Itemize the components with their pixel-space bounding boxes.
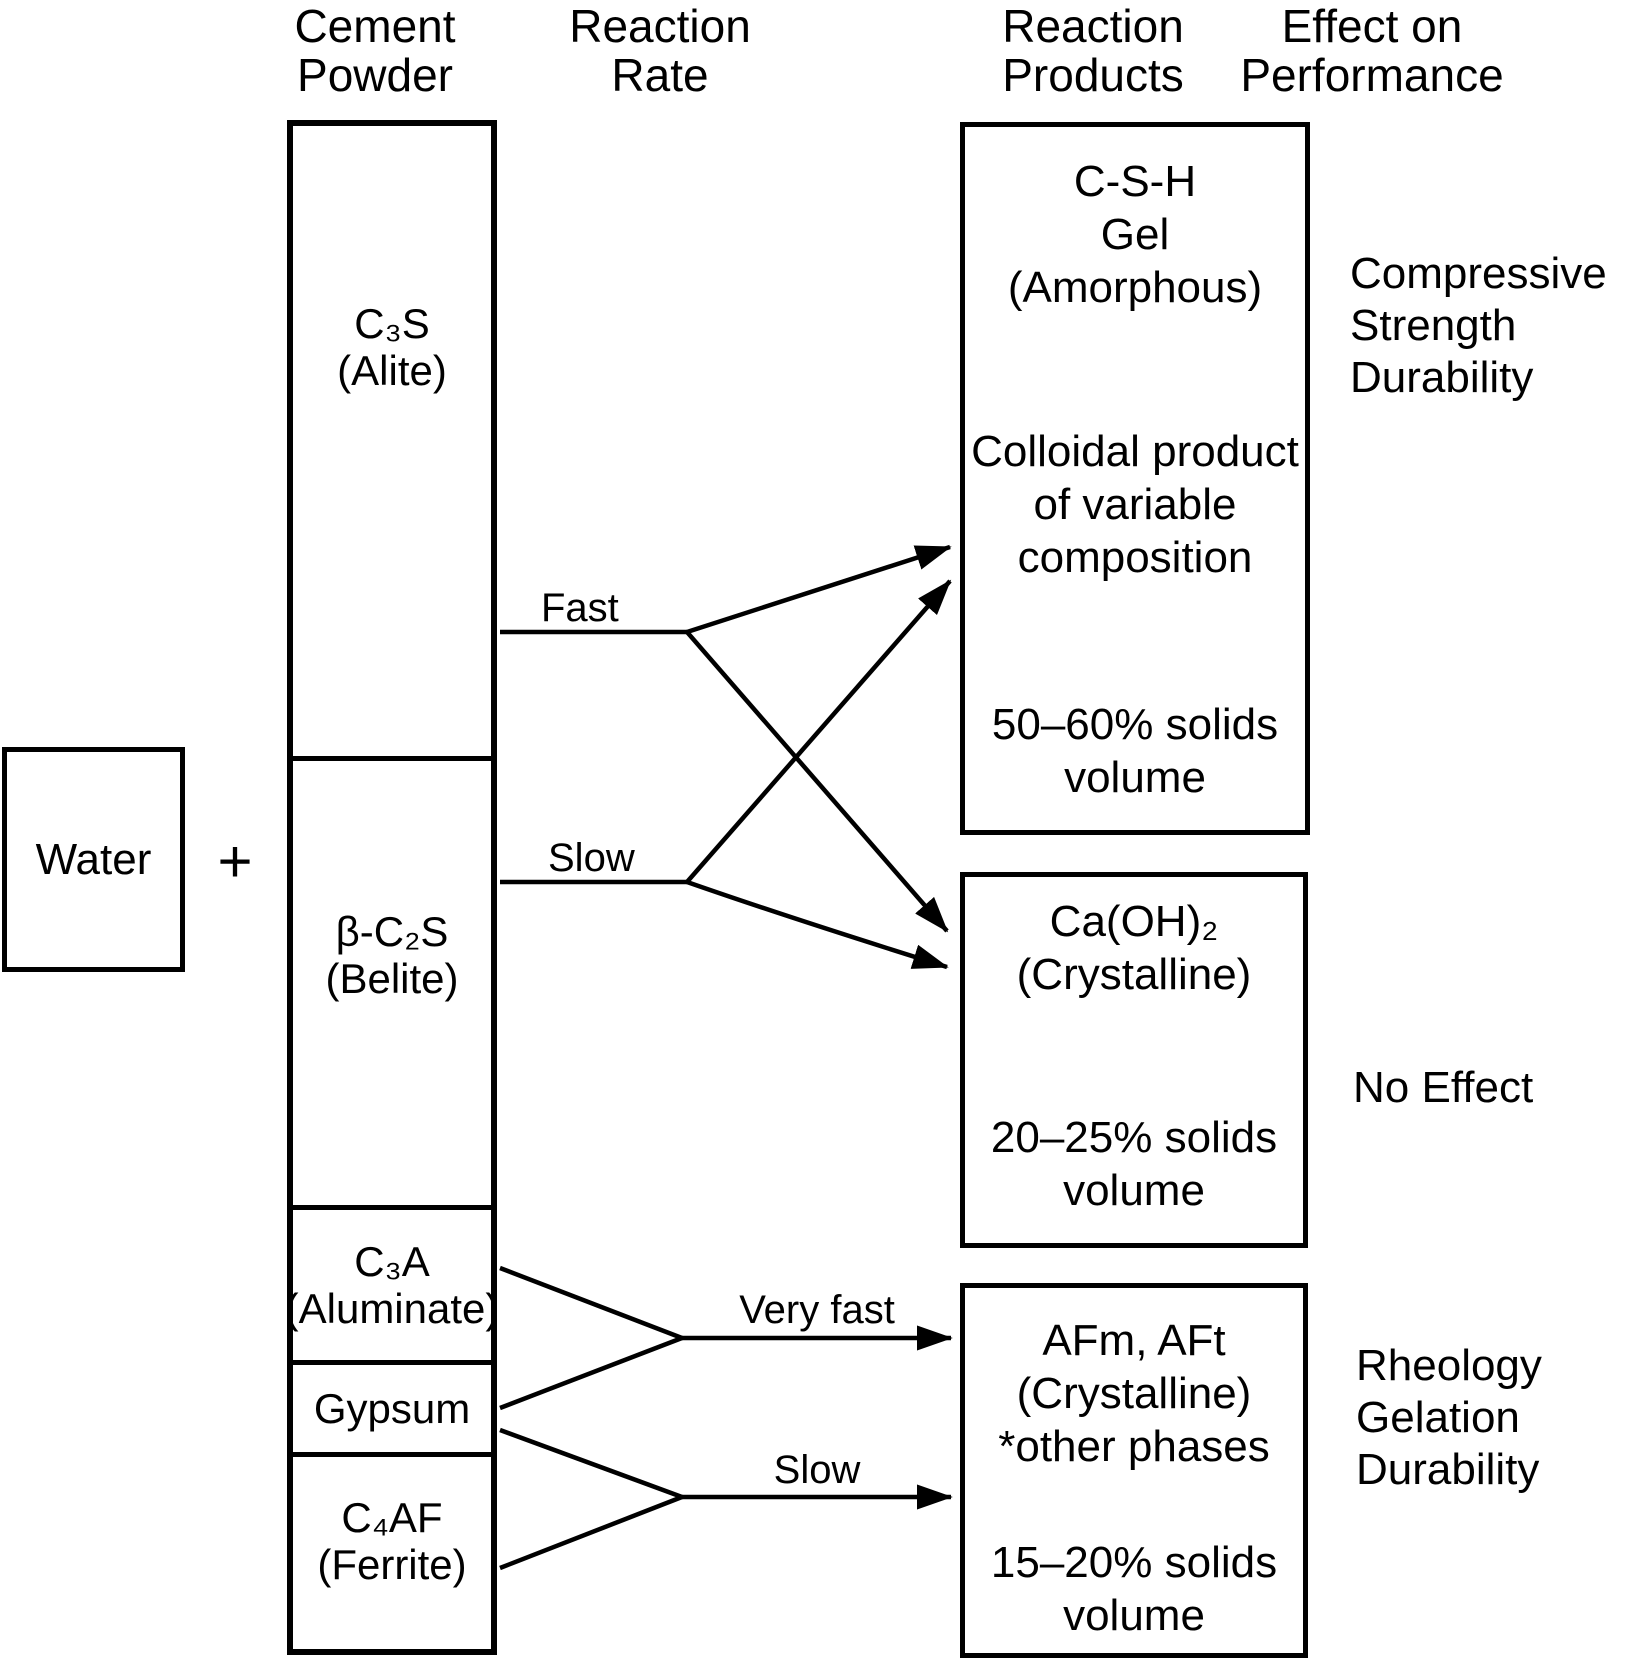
afm-title: AFm, AFt (Crystalline) *other phases [998, 1316, 1270, 1471]
column-header-cement-powder: Cement Powder [294, 0, 456, 101]
line-c3a-join [499, 1265, 683, 1341]
arrow-c3s-to-csh [686, 544, 952, 635]
cement-powder-column: C₃S (Alite) β-C₂S (Belite) C₃A (Aluminat… [285, 120, 499, 1655]
segment-gypsum-label: Gypsum [313, 1385, 471, 1432]
product-box-afm-aft: AFm, AFt (Crystalline) *other phases 15–… [960, 1283, 1308, 1658]
csh-title: C-S-H Gel (Amorphous) [1007, 157, 1263, 312]
line-gypsum-up-join [499, 1335, 683, 1411]
segment-beta-c2s-belite: β-C₂S (Belite) [293, 756, 491, 1205]
caoh2-solids-volume: 20–25% solids volume [990, 1113, 1278, 1215]
arrow-c2s-to-csh [685, 579, 952, 884]
csh-description: Colloidal product of variable compositio… [971, 427, 1299, 582]
segment-c4af-ferrite: C₄AF (Ferrite) [293, 1452, 491, 1649]
effect-compressive-strength-durability: Compressive Strength Durability [1350, 249, 1607, 402]
segment-c3s-label: C₃S (Alite) [337, 300, 447, 394]
segment-c3s-alite: C₃S (Alite) [293, 126, 491, 756]
line-c4af-join [499, 1494, 683, 1571]
rate-label-very-fast: Very fast [739, 1288, 895, 1332]
rate-label-fast: Fast [541, 586, 619, 630]
product-box-calcium-hydroxide: Ca(OH)₂ (Crystalline) 20–25% solids volu… [960, 872, 1308, 1248]
arrow-c3s-to-caoh2 [685, 630, 949, 933]
effect-no-effect: No Effect [1353, 1063, 1534, 1112]
column-header-reaction-rate: Reaction Rate [569, 0, 751, 101]
segment-gypsum: Gypsum [293, 1360, 491, 1452]
plus-sign: + [217, 828, 253, 895]
column-header-effect-on-performance: Effect on Performance [1240, 0, 1504, 101]
afm-solids-volume: 15–20% solids volume [990, 1538, 1278, 1640]
rate-label-slow-bottom: Slow [773, 1448, 861, 1492]
line-gypsum-down-join [499, 1427, 683, 1500]
product-box-csh-gel: C-S-H Gel (Amorphous) Colloidal product … [960, 122, 1310, 835]
water-label: Water [35, 834, 152, 884]
segment-c3a-label: C₃A (Aluminate) [284, 1238, 500, 1332]
rate-label-slow: Slow [548, 836, 635, 880]
water-box: Water [2, 747, 185, 972]
caoh2-title: Ca(OH)₂ (Crystalline) [1016, 897, 1252, 999]
segment-c2s-label: β-C₂S (Belite) [325, 908, 459, 1002]
segment-c4af-label: C₄AF (Ferrite) [317, 1494, 467, 1588]
column-header-reaction-products: Reaction Products [1002, 0, 1184, 101]
arrow-c2s-to-caoh2 [686, 879, 949, 970]
segment-c3a-aluminate: C₃A (Aluminate) [285, 1205, 499, 1360]
csh-solids-volume: 50–60% solids volume [991, 700, 1279, 802]
effect-rheology-gelation-durability: Rheology Gelation Durability [1356, 1341, 1542, 1494]
